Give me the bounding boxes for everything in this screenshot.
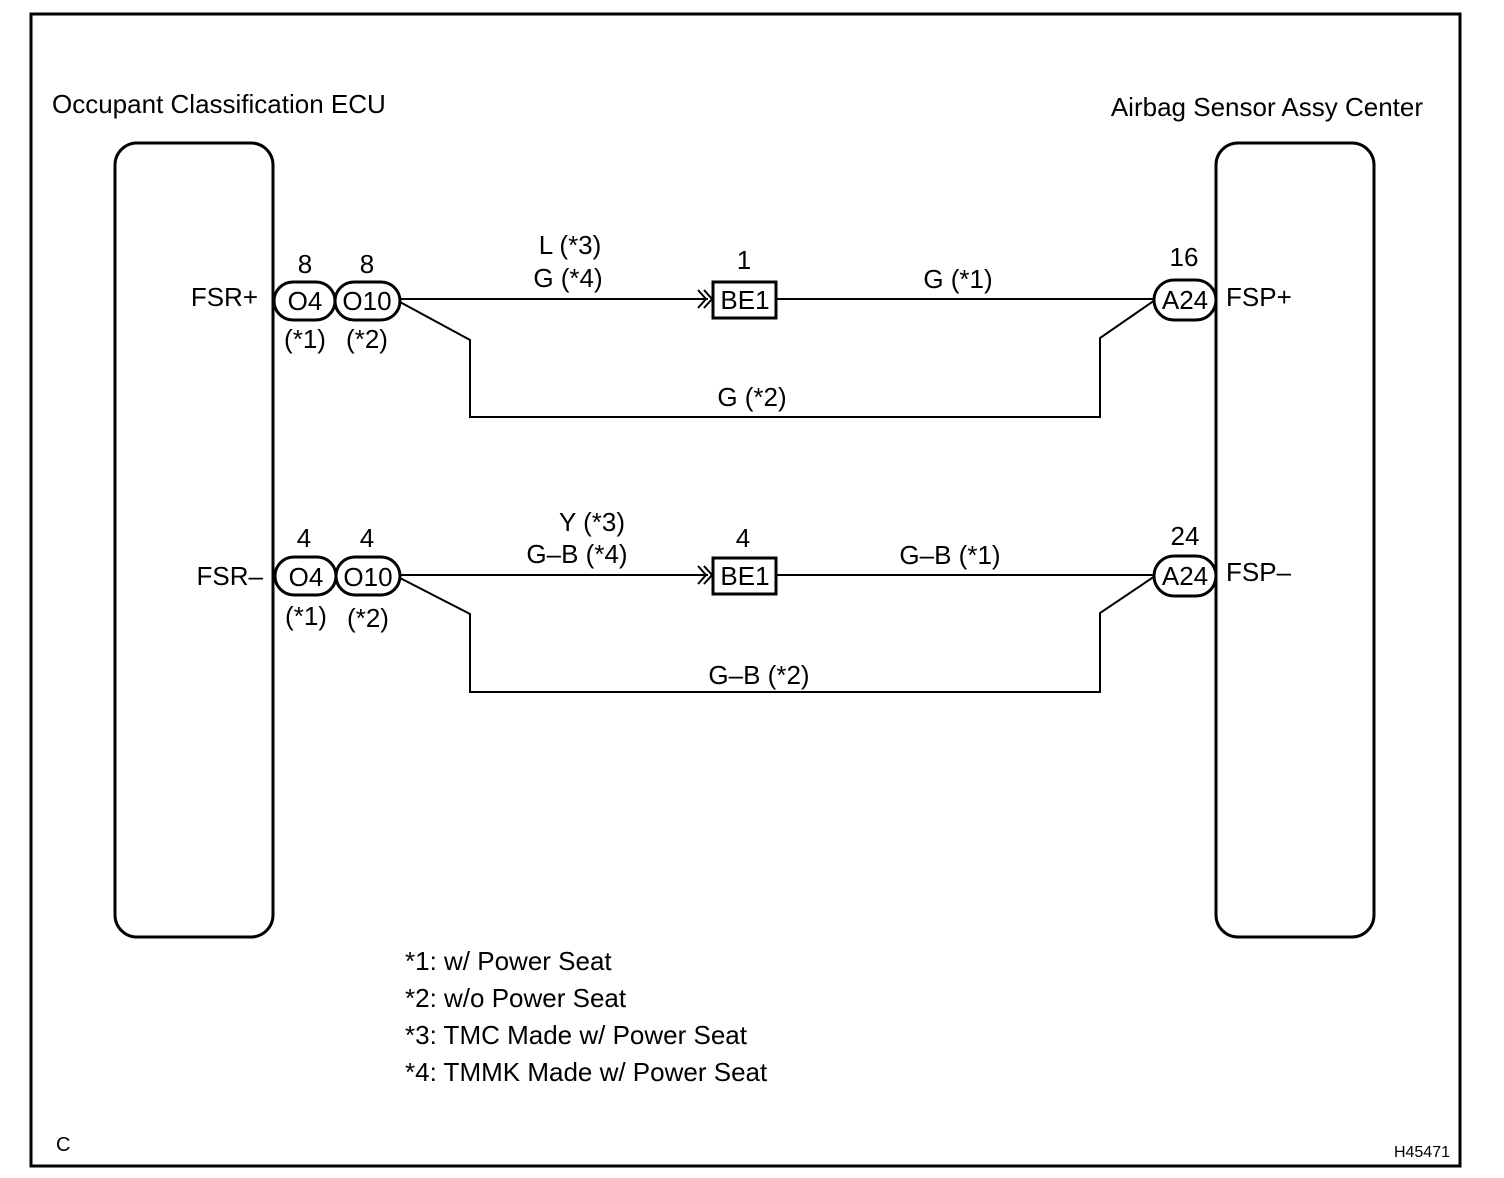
connector-be1-pin: 1 xyxy=(737,245,751,275)
connector-o4-pin: 8 xyxy=(298,249,312,279)
right-component-title: Airbag Sensor Assy Center xyxy=(1111,92,1423,122)
connector-o4-code: O4 xyxy=(288,286,323,316)
connector-o4-note: (*1) xyxy=(284,324,326,354)
left-component-title: Occupant Classification ECU xyxy=(52,89,386,119)
connector-a24-code: A24 xyxy=(1162,285,1208,315)
diagram-frame xyxy=(29,12,1462,1168)
corner-letter: C xyxy=(56,1134,70,1156)
wire-be1-to-a24-color: G–B (*1) xyxy=(899,540,1000,570)
note-item: *4: TMMK Made w/ Power Seat xyxy=(405,1057,768,1087)
note-item: *3: TMC Made w/ Power Seat xyxy=(405,1020,748,1050)
wire-be1-to-a24-color: G (*1) xyxy=(923,264,992,294)
note-item: *1: w/ Power Seat xyxy=(405,946,612,976)
wire-bypass xyxy=(399,575,1156,693)
wire-bypass xyxy=(399,299,1156,418)
wire-arrow-icon xyxy=(697,565,708,585)
connector-o10-pin: 8 xyxy=(360,249,374,279)
wire-bypass-color: G (*2) xyxy=(717,382,786,412)
notes-legend: *1: w/ Power Seat *2: w/o Power Seat *3:… xyxy=(405,946,768,1087)
connector-o10-note: (*2) xyxy=(346,324,388,354)
connector-a24-pin: 24 xyxy=(1171,521,1200,551)
connector-a24-pin: 16 xyxy=(1170,242,1199,272)
figure-code: H45471 xyxy=(1394,1144,1450,1161)
connector-o4-code: O4 xyxy=(289,562,324,592)
connector-be1-code: BE1 xyxy=(720,561,769,591)
pin-fsp-plus-label: FSP+ xyxy=(1226,282,1292,312)
connector-o10-code: O10 xyxy=(342,286,391,316)
wire-color-line1: Y (*3) xyxy=(559,507,625,537)
circuit-fsr-plus: FSR+ FSP+ O4 8 (*1) O10 8 (*2) L (*3) G … xyxy=(191,230,1292,418)
connector-o10-code: O10 xyxy=(343,562,392,592)
pin-fsr-minus-label: FSR– xyxy=(197,561,264,591)
connector-o10-pin: 4 xyxy=(360,523,374,553)
pin-fsr-plus-label: FSR+ xyxy=(191,282,258,312)
wire-color-line1: L (*3) xyxy=(539,230,602,260)
connector-a24-oval xyxy=(1152,278,1218,322)
connector-a24-oval xyxy=(1152,554,1218,598)
circuit-fsr-minus: FSR– FSP– O4 4 (*1) O10 4 (*2) Y (*3) G–… xyxy=(197,507,1292,693)
pin-fsp-minus-label: FSP– xyxy=(1226,557,1292,587)
airbag-sensor-assy-center-body xyxy=(1214,141,1376,939)
note-item: *2: w/o Power Seat xyxy=(405,983,627,1013)
wire-color-line2: G (*4) xyxy=(533,263,602,293)
occupant-classification-ecu-body xyxy=(113,141,275,939)
connector-a24-code: A24 xyxy=(1162,561,1208,591)
wire-bypass-color: G–B (*2) xyxy=(708,660,809,690)
connector-be1-pin: 4 xyxy=(736,523,750,553)
connector-o10-note: (*2) xyxy=(347,603,389,633)
connector-be1-code: BE1 xyxy=(720,285,769,315)
wire-arrow-icon xyxy=(697,289,708,309)
connector-o10-oval xyxy=(333,280,402,322)
connector-o4-note: (*1) xyxy=(285,601,327,631)
wire-color-line2: G–B (*4) xyxy=(526,539,627,569)
connector-o4-pin: 4 xyxy=(297,523,311,553)
